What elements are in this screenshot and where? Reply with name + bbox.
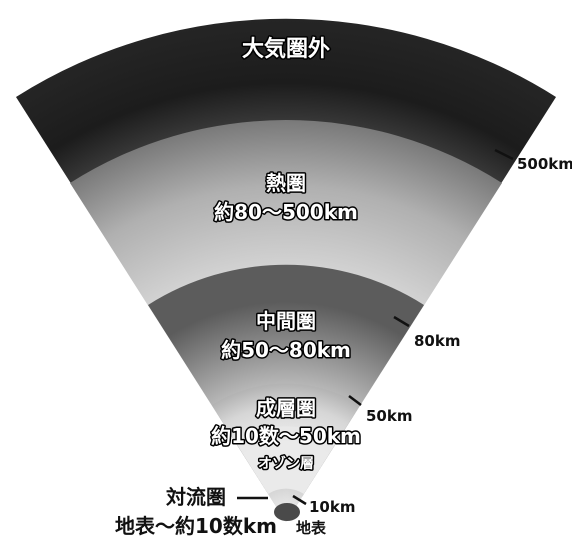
thermosphere-range: 約80～500km xyxy=(214,200,358,224)
mesosphere-range: 約50～80km xyxy=(221,338,351,362)
altitude-label-10km: 10km xyxy=(309,498,355,516)
earth-surface-shape xyxy=(274,503,300,521)
stratosphere-range: 約10数～50km xyxy=(211,424,361,448)
outer-space-label: 大気圏外 xyxy=(242,36,330,62)
ozone-layer-label: オゾン層 xyxy=(258,455,314,472)
altitude-tick-80km xyxy=(393,315,410,328)
thermosphere-label: 熱圏 xyxy=(266,171,306,195)
surface-label: 地表 xyxy=(296,519,327,537)
troposphere-range: 地表～約10数km xyxy=(115,514,277,538)
altitude-label-500km: 500km xyxy=(517,155,572,173)
altitude-label-80km: 80km xyxy=(414,332,460,350)
altitude-label-50km: 50km xyxy=(366,407,412,425)
ozone-band xyxy=(235,426,337,522)
stratosphere-label: 成層圏 xyxy=(256,396,316,420)
troposphere-label: 対流圏 xyxy=(165,485,226,509)
altitude-tick-50km xyxy=(348,395,362,406)
mesosphere-label: 中間圏 xyxy=(256,309,316,333)
altitude-tick-10km xyxy=(292,494,307,506)
altitude-tick-500km xyxy=(494,148,514,161)
